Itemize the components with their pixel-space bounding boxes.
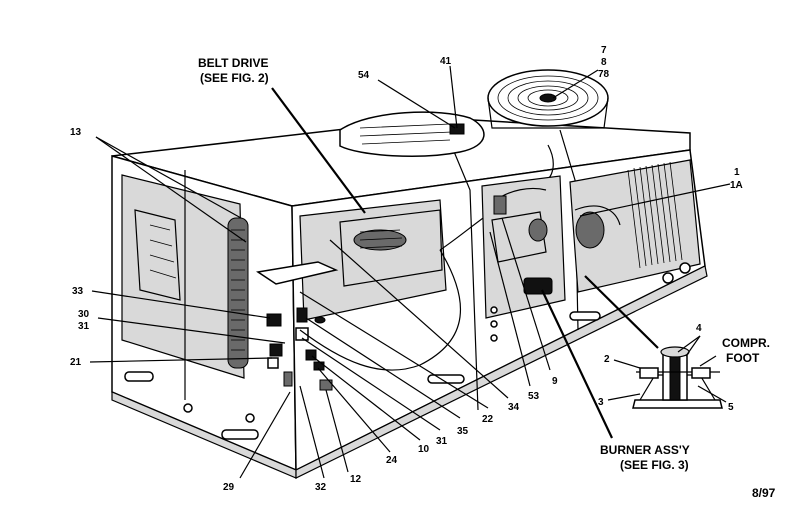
part-41: 41: [440, 56, 452, 67]
compressor-foot-inset: [632, 346, 723, 409]
part-1a: 1A: [730, 180, 743, 191]
part-22: 22: [482, 414, 494, 425]
part-13: 13: [70, 127, 82, 138]
part-12: 12: [350, 474, 362, 485]
part-4: 4: [696, 323, 702, 334]
part-8: 8: [601, 57, 607, 68]
part-35: 35: [457, 426, 469, 437]
part-31-right: 31: [436, 436, 448, 447]
part-29: 29: [223, 482, 235, 493]
burner-ref: (SEE FIG. 3): [620, 458, 689, 472]
part-32: 32: [315, 482, 327, 493]
part-21: 21: [70, 357, 82, 368]
part-10: 10: [418, 444, 430, 455]
compr-foot-label: COMPR.: [722, 336, 770, 350]
part-34: 34: [508, 402, 520, 413]
part-54: 54: [358, 70, 370, 81]
belt-drive-label: BELT DRIVE: [198, 56, 268, 70]
belt-drive-ref: (SEE FIG. 2): [200, 71, 269, 85]
part-9: 9: [552, 376, 558, 387]
date-code: 8/97: [752, 486, 776, 500]
part-7: 7: [601, 45, 607, 56]
leader-lines: [89, 65, 731, 479]
part-2: 2: [604, 354, 610, 365]
part-78: 78: [598, 69, 610, 80]
part-30: 30: [78, 309, 90, 320]
part-1: 1: [734, 167, 740, 178]
part-5: 5: [728, 402, 734, 413]
part-53: 53: [528, 391, 540, 402]
cabinet-illustration: [111, 69, 708, 479]
part-31-left: 31: [78, 321, 90, 332]
part-3: 3: [598, 397, 604, 408]
compr-foot-label-2: FOOT: [726, 351, 760, 365]
burner-label: BURNER ASS'Y: [600, 443, 690, 457]
part-24: 24: [386, 455, 398, 466]
part-33: 33: [72, 286, 84, 297]
